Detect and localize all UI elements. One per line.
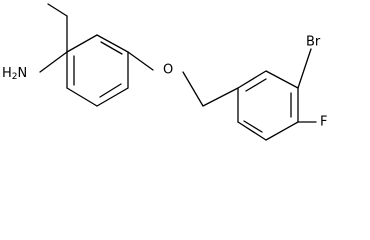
- double-bond-r5-r6-inner: [243, 120, 263, 133]
- methyl-group: [47, 3, 68, 17]
- bond-oxygen-to-ch2: [182, 71, 204, 107]
- bond-r1-r2: [237, 70, 267, 89]
- bromine-label: Br: [306, 35, 321, 50]
- bond-r5-r6: [237, 121, 267, 141]
- right-benzene-ring: [237, 70, 299, 141]
- amine-label: H2N: [2, 66, 27, 82]
- oxygen-label: O: [163, 63, 173, 78]
- bond-ring-to-bromine: [297, 48, 312, 89]
- bond-ring-to-amine: [39, 51, 68, 73]
- bond-r4-r5: [265, 121, 299, 141]
- left-benzene-ring: [66, 34, 129, 107]
- bond-ch2-to-ring: [202, 87, 239, 107]
- double-bond-r1-r2-inner: [245, 78, 267, 92]
- chemical-structure-diagram: H2N O Br F: [0, 0, 370, 145]
- background: [0, 0, 370, 145]
- bond-c5-c6: [66, 87, 98, 107]
- bond-c4-c5: [96, 87, 129, 107]
- double-bond-c2-c3-inner: [100, 41, 123, 55]
- bond-c2-c3: [96, 34, 129, 53]
- bond-r2-r3: [265, 70, 299, 89]
- bond-c1-c2: [66, 34, 98, 53]
- bond-ring-to-oxygen: [127, 51, 154, 71]
- fluorine-label: F: [320, 115, 327, 130]
- double-bond-c4-c5-inner: [99, 83, 122, 98]
